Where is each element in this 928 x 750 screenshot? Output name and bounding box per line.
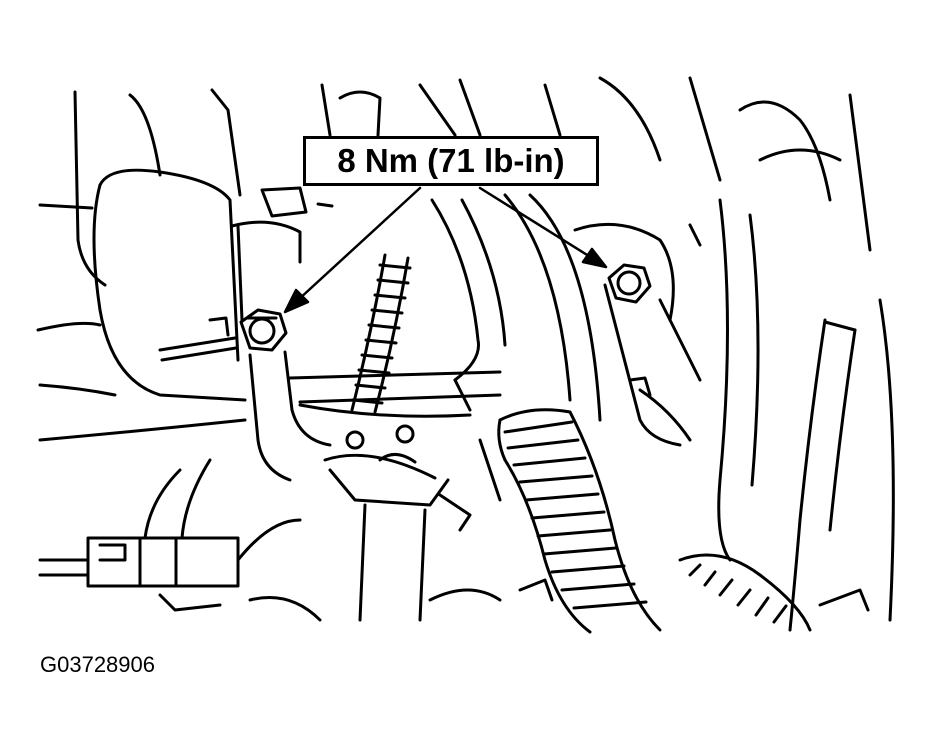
corrugated-hose-left [350,253,412,414]
bolt-icon [239,308,288,352]
arrow-icon [478,186,608,269]
lower-left-connector [38,458,322,622]
right-bracket [573,222,702,447]
upper-background [260,76,872,252]
lower-background [428,438,554,602]
corrugated-hose-right [497,408,662,634]
right-harness [678,198,895,632]
central-clamp [323,424,472,622]
arrow-icon [283,186,422,314]
left-housing [36,88,247,442]
bolt-icon [607,263,652,304]
figure-id: G03728906 [40,652,155,677]
left-bracket [230,220,332,482]
torque-callout: 8 Nm (71 lb-in) [303,136,599,186]
